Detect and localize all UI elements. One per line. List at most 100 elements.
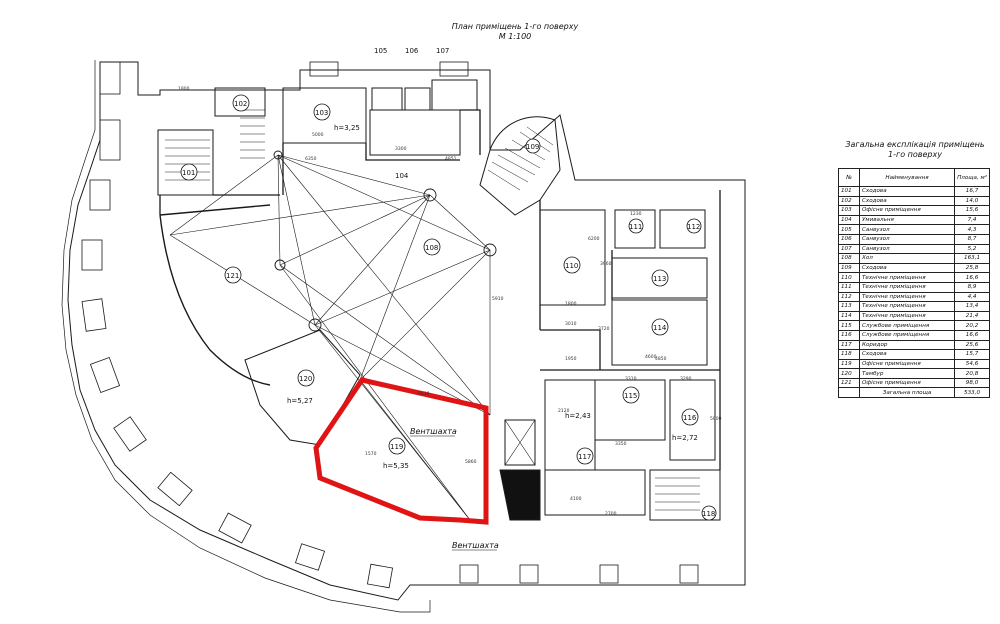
cell-empty — [838, 387, 860, 399]
plan-scale: М 1:100 — [498, 32, 532, 41]
room-label-112: 112 — [687, 223, 700, 231]
cell-name: Офісне приміщення — [858, 358, 956, 370]
room-label-115: 115 — [624, 392, 637, 400]
room-height-119: h=5,35 — [383, 462, 409, 470]
room-label-109: 109 — [526, 143, 539, 151]
corridor-block — [544, 469, 646, 516]
cell-no: 104 — [838, 214, 860, 226]
cell-name: Технічне приміщення — [858, 301, 956, 312]
cell-name: Офісне приміщення — [858, 377, 956, 389]
dim-9: 4850 — [655, 356, 667, 362]
stair-tower-109 — [479, 116, 561, 216]
room-label-101: 101 — [182, 169, 195, 177]
cell-name: Хол — [858, 253, 956, 264]
cell-area: 14,0 — [954, 195, 990, 207]
total-value: 533,0 — [954, 387, 990, 399]
cell-name: Тамбур — [858, 368, 956, 379]
table-title: Загальна експлікація приміщень 1-го пове… — [835, 140, 995, 160]
dim-25: 5910 — [492, 296, 504, 302]
cell-no: 103 — [838, 205, 860, 216]
room-114-outline — [611, 299, 708, 366]
cell-area: 25,6 — [954, 339, 990, 351]
table-header-row: № Найменування Площа, м² — [838, 168, 990, 187]
outer-wall-2 — [61, 60, 431, 613]
dim-8: 3960 — [600, 261, 612, 267]
cell-no: 108 — [838, 253, 860, 264]
room-label-113: 113 — [653, 275, 666, 283]
cell-no: 107 — [838, 243, 860, 255]
left-stairs — [165, 109, 265, 181]
cell-no: 118 — [838, 349, 860, 360]
cell-no: 109 — [838, 262, 860, 274]
cell-no: 113 — [838, 301, 860, 312]
cell-area: 20,2 — [954, 320, 990, 331]
room-111-outline — [614, 209, 656, 249]
cell-no: 110 — [838, 272, 860, 283]
plan-title: План приміщень 1-го поверху М 1:100 — [430, 22, 600, 42]
cell-name: Службове приміщення — [858, 329, 956, 341]
room-112-outline — [659, 209, 706, 249]
cell-no: 112 — [838, 291, 860, 303]
room-104-outline — [369, 109, 461, 156]
room-102-outline — [214, 87, 266, 117]
shaft-lower — [499, 469, 541, 521]
cell-no: 105 — [838, 224, 860, 235]
cell-area: 21,4 — [954, 310, 990, 322]
room-103-outline — [282, 87, 367, 144]
room-101-outline — [157, 129, 214, 196]
cell-name: Офісне приміщення — [858, 205, 956, 216]
cell-name: Технічне приміщення — [858, 291, 956, 303]
dim-18: 3720 — [598, 326, 610, 332]
dim-7: 6638 — [418, 391, 430, 397]
cell-area: 13,4 — [954, 301, 990, 312]
cell-area: 163,1 — [954, 253, 990, 264]
room-height-116: h=2,72 — [672, 434, 698, 442]
cell-area: 15,7 — [954, 349, 990, 360]
dim-11: 3290 — [680, 376, 692, 382]
room-label-110: 110 — [565, 262, 578, 270]
cell-area: 4,4 — [954, 291, 990, 303]
cell-name: Санвузол — [858, 233, 956, 245]
cell-no: 119 — [838, 358, 860, 370]
dim-1: 5000 — [312, 132, 324, 138]
cell-name: Технічне приміщення — [858, 272, 956, 283]
room-107-outline — [431, 79, 478, 111]
cell-area: 5,2 — [954, 243, 990, 255]
cell-no: 115 — [838, 320, 860, 331]
header-name: Найменування — [858, 168, 956, 187]
room-label-121: 121 — [226, 272, 239, 280]
room-label-106: 106 — [405, 47, 419, 55]
outer-wall — [67, 61, 746, 601]
hall-columns — [273, 150, 497, 332]
cell-area: 8,9 — [954, 281, 990, 293]
dim-10: 3310 — [625, 376, 637, 382]
dim-4: 1800 — [178, 86, 190, 92]
room-label-104: 104 — [395, 172, 409, 180]
dim-20: 2120 — [558, 408, 570, 414]
cell-name: Санвузол — [858, 224, 956, 235]
shaft-cross — [504, 419, 536, 466]
dim-15: 2700 — [605, 511, 617, 517]
shaft-box — [504, 419, 536, 466]
cell-no: 102 — [838, 195, 860, 207]
dim-19: 1800 — [565, 301, 577, 307]
cell-area: 54,6 — [954, 358, 990, 370]
room-height-103: h=3,25 — [334, 124, 360, 132]
room-106-outline — [404, 87, 431, 111]
room-labels: 101 102 103 h=3,25 104 105 106 107 108 1… — [180, 47, 717, 521]
cell-name: Сходова — [858, 262, 956, 274]
cell-name: Технічне приміщення — [858, 281, 956, 293]
